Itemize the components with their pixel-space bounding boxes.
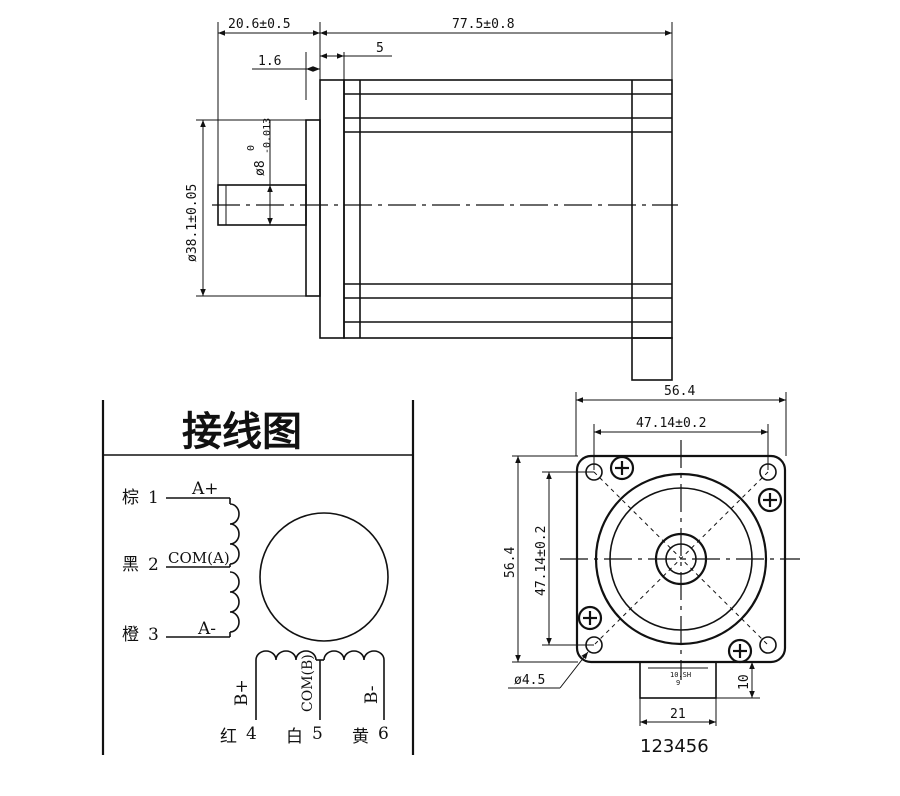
dim-shaft-tol-upper: 0	[246, 145, 257, 151]
dim-hole-spacing-h: 47.14±0.2	[636, 416, 706, 431]
motor-body	[343, 79, 673, 339]
wire-1-signal: A+	[191, 479, 219, 499]
dim-boss: 5	[376, 41, 384, 56]
dim-shaft-diameter: ø8	[253, 160, 268, 176]
wire-3-color: 橙	[122, 625, 139, 645]
connector-text-b: 10.SH	[670, 671, 691, 679]
wiring-title: 接线图	[182, 409, 302, 455]
wire-2-signal: COM(A)	[168, 549, 230, 567]
wire-3-signal: A-	[197, 619, 216, 639]
wire-2-color: 黑	[122, 555, 139, 575]
rear-connector-block	[631, 337, 673, 381]
wire-2-num: 2	[148, 555, 159, 575]
dim-width: 56.4	[664, 384, 695, 399]
wire-6-signal: B-	[362, 685, 382, 704]
wire-6-num: 6	[378, 724, 389, 744]
connector-text-a: 9	[676, 679, 680, 687]
screw-icon	[727, 638, 753, 664]
part-number: 123456	[640, 736, 709, 757]
coil-a-lower	[229, 571, 240, 633]
screw-icon	[577, 605, 603, 631]
dim-hole-diameter: ø4.5	[514, 673, 545, 688]
screw-icon	[609, 455, 635, 481]
rotor-circle	[259, 512, 389, 642]
screw-icon	[757, 487, 783, 513]
mount-hole-tr	[759, 463, 777, 481]
side-view: 20.6±0.5 77.5±0.8 1.6 5 ø38.1	[185, 17, 678, 381]
wiring-diagram: 接线图 棕 1 A+ 黑 2 COM(A) 橙 3 A- B+ COM(B) B…	[101, 400, 415, 755]
dim-height: 56.4	[503, 547, 518, 578]
wire-4-num: 4	[246, 724, 257, 744]
dim-connector-height: 10	[737, 674, 752, 690]
coil-b-left	[255, 650, 317, 661]
wire-5-signal: COM(B)	[300, 654, 316, 712]
flange-plate	[319, 79, 345, 339]
dim-hole-spacing-v: 47.14±0.2	[534, 526, 549, 596]
dim-flange-length: 20.6±0.5	[228, 17, 291, 32]
dim-shaft-tol-lower: -0.013	[262, 118, 273, 154]
wire-6-color: 黄	[352, 727, 369, 747]
wire-4-color: 红	[220, 727, 237, 747]
shaft-circle	[665, 543, 697, 575]
dim-pilot-diameter: ø38.1±0.05	[185, 184, 200, 262]
outer-boss-ring	[594, 472, 768, 646]
wire-4-signal: B+	[232, 679, 252, 706]
front-view: 56.4 47.14±0.2 56.4 47.14±0.2	[503, 384, 800, 757]
wire-1-num: 1	[148, 488, 159, 508]
dim-body-length: 77.5±0.8	[452, 17, 515, 32]
bearing-ring	[654, 532, 708, 586]
coil-a-upper	[229, 503, 240, 565]
mount-hole-br	[759, 636, 777, 654]
pilot-collar	[305, 119, 321, 297]
dim-connector-width: 21	[670, 707, 686, 722]
connector	[639, 661, 717, 699]
diag-center-2	[593, 471, 769, 646]
inner-boss-ring	[609, 487, 753, 631]
hole-leader-arrow	[559, 651, 589, 689]
wire-1-color: 棕	[122, 488, 139, 508]
mount-hole-tl	[585, 463, 603, 481]
mount-hole-bl	[585, 636, 603, 654]
dim-flange-thickness: 1.6	[258, 54, 281, 69]
wire-5-num: 5	[312, 724, 323, 744]
wire-5-color: 白	[286, 727, 303, 747]
wire-3-num: 3	[148, 625, 159, 645]
coil-b-right	[323, 650, 385, 661]
